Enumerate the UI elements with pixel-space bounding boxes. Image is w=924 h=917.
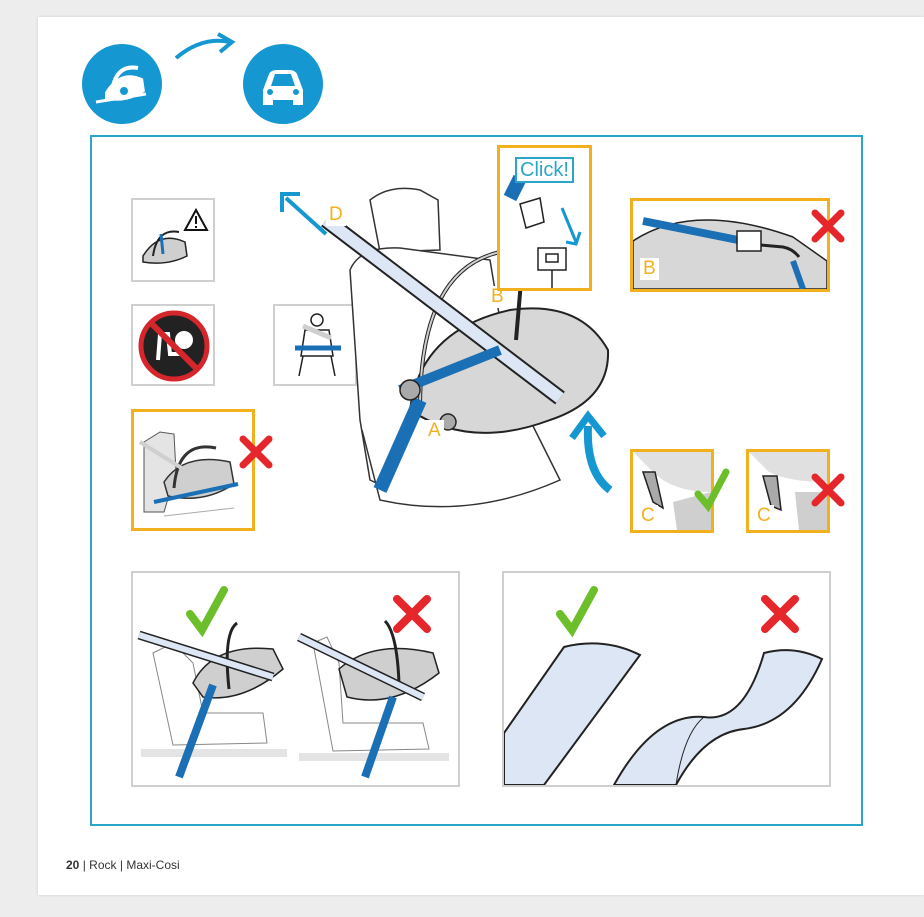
brand-name: Maxi-Cosi [126,858,180,872]
cross-icon [761,595,799,633]
main-installation-illustration [321,187,610,508]
page-footer: 20 | Rock | Maxi-Cosi [66,858,180,872]
arrow-up-left-icon [280,192,328,236]
footer-separator: | [119,858,123,872]
cross-icon [811,209,845,243]
cross-icon [811,473,845,507]
label-b-detail: B [640,258,659,280]
no-airbag-box [131,304,215,386]
infant-carrier-icon [82,44,162,124]
car-icon [243,44,323,124]
no-airbag-icon [138,310,210,382]
belt-buckle-closeup [633,217,827,289]
seat-comparison-illustration [137,619,449,779]
label-c-wrong: C [754,505,774,527]
curved-arrow-up-icon [569,410,613,494]
check-icon [694,468,730,513]
instruction-frame [90,135,863,826]
footer-separator: | [82,858,86,872]
cross-icon [393,595,431,633]
carrier-warning-box [131,198,215,282]
check-icon [186,586,228,638]
lap-belt-box [273,304,357,386]
check-icon [556,586,598,638]
belt-twist-wrong-box [630,198,830,292]
carrier-small-icon [142,230,188,264]
page-number: 20 [66,858,80,872]
label-d: D [326,204,346,226]
product-name: Rock [89,858,117,872]
click-label: Click! [515,157,574,183]
seat-carrier-illustration [138,431,239,517]
label-a: A [425,420,444,442]
label-c-correct: C [638,505,658,527]
wrong-belt-routing-box [131,409,255,531]
cross-icon [239,435,273,469]
lap-belt-icon [295,313,341,377]
warning-icon [183,207,209,231]
label-b: B [488,286,507,308]
belt-strap-illustration [504,642,824,785]
arrow-right-icon [174,32,236,60]
